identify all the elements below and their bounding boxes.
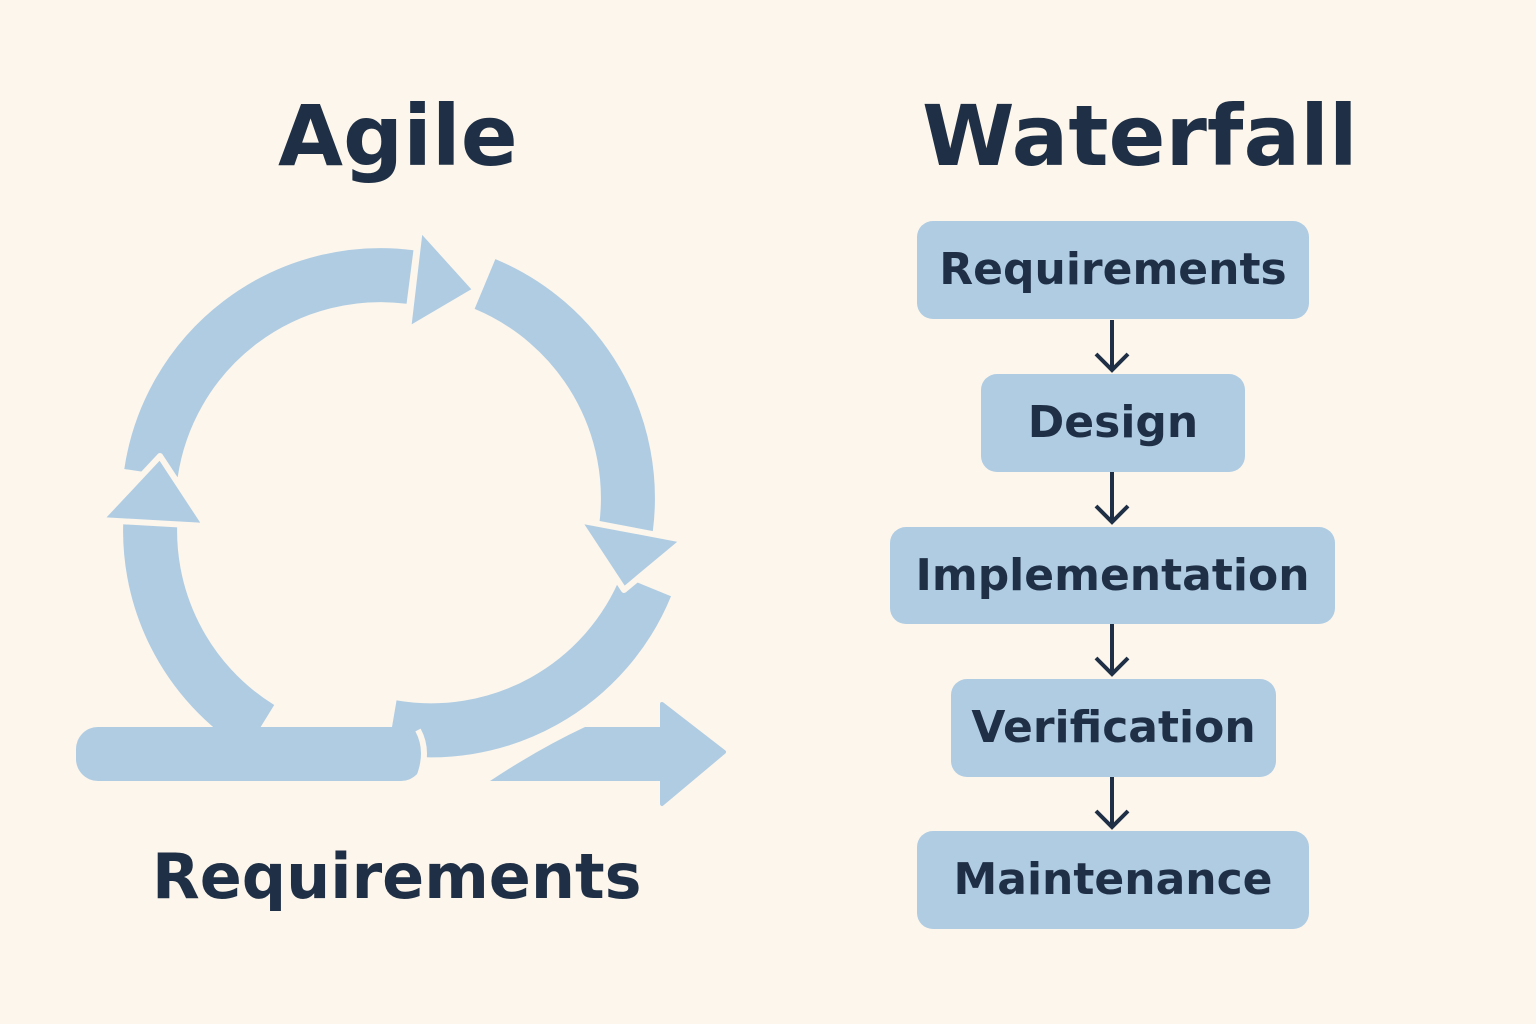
arrow-down-icon bbox=[1094, 320, 1130, 373]
waterfall-step-requirements: Requirements bbox=[917, 221, 1309, 319]
arrow-down-icon bbox=[1094, 472, 1130, 525]
cycle-arrows-icon bbox=[76, 225, 726, 806]
agile-cycle-diagram bbox=[76, 225, 726, 806]
waterfall-step-label: Implementation bbox=[915, 549, 1310, 601]
waterfall-step-label: Maintenance bbox=[953, 854, 1273, 905]
exit-arrow-shaft bbox=[490, 727, 668, 781]
cycle-arc-left bbox=[123, 507, 275, 751]
arrowhead-top bbox=[405, 225, 479, 333]
arrowhead-left bbox=[97, 453, 209, 529]
arrowhead-right bbox=[575, 517, 687, 593]
waterfall-step-design: Design bbox=[981, 374, 1245, 472]
arrow-down-icon bbox=[1094, 777, 1130, 830]
waterfall-step-label: Verification bbox=[971, 702, 1256, 753]
waterfall-step-label: Requirements bbox=[939, 244, 1287, 295]
baseline-bar bbox=[76, 727, 423, 781]
cycle-gap bbox=[415, 728, 427, 782]
cycle-arc-right bbox=[474, 259, 655, 532]
waterfall-step-label: Design bbox=[1027, 397, 1199, 448]
cycle-arc-top bbox=[124, 248, 414, 478]
arrow-down-icon bbox=[1094, 624, 1130, 677]
agile-caption: Requirements bbox=[152, 840, 642, 913]
agile-title: Agile bbox=[278, 87, 518, 185]
waterfall-step-verification: Verification bbox=[951, 679, 1276, 777]
exit-arrowhead bbox=[660, 702, 726, 806]
waterfall-step-implementation: Implementation bbox=[890, 527, 1335, 624]
waterfall-step-maintenance: Maintenance bbox=[917, 831, 1309, 929]
waterfall-title: Waterfall bbox=[922, 87, 1358, 185]
cycle-arc-bottom-right bbox=[387, 575, 671, 758]
